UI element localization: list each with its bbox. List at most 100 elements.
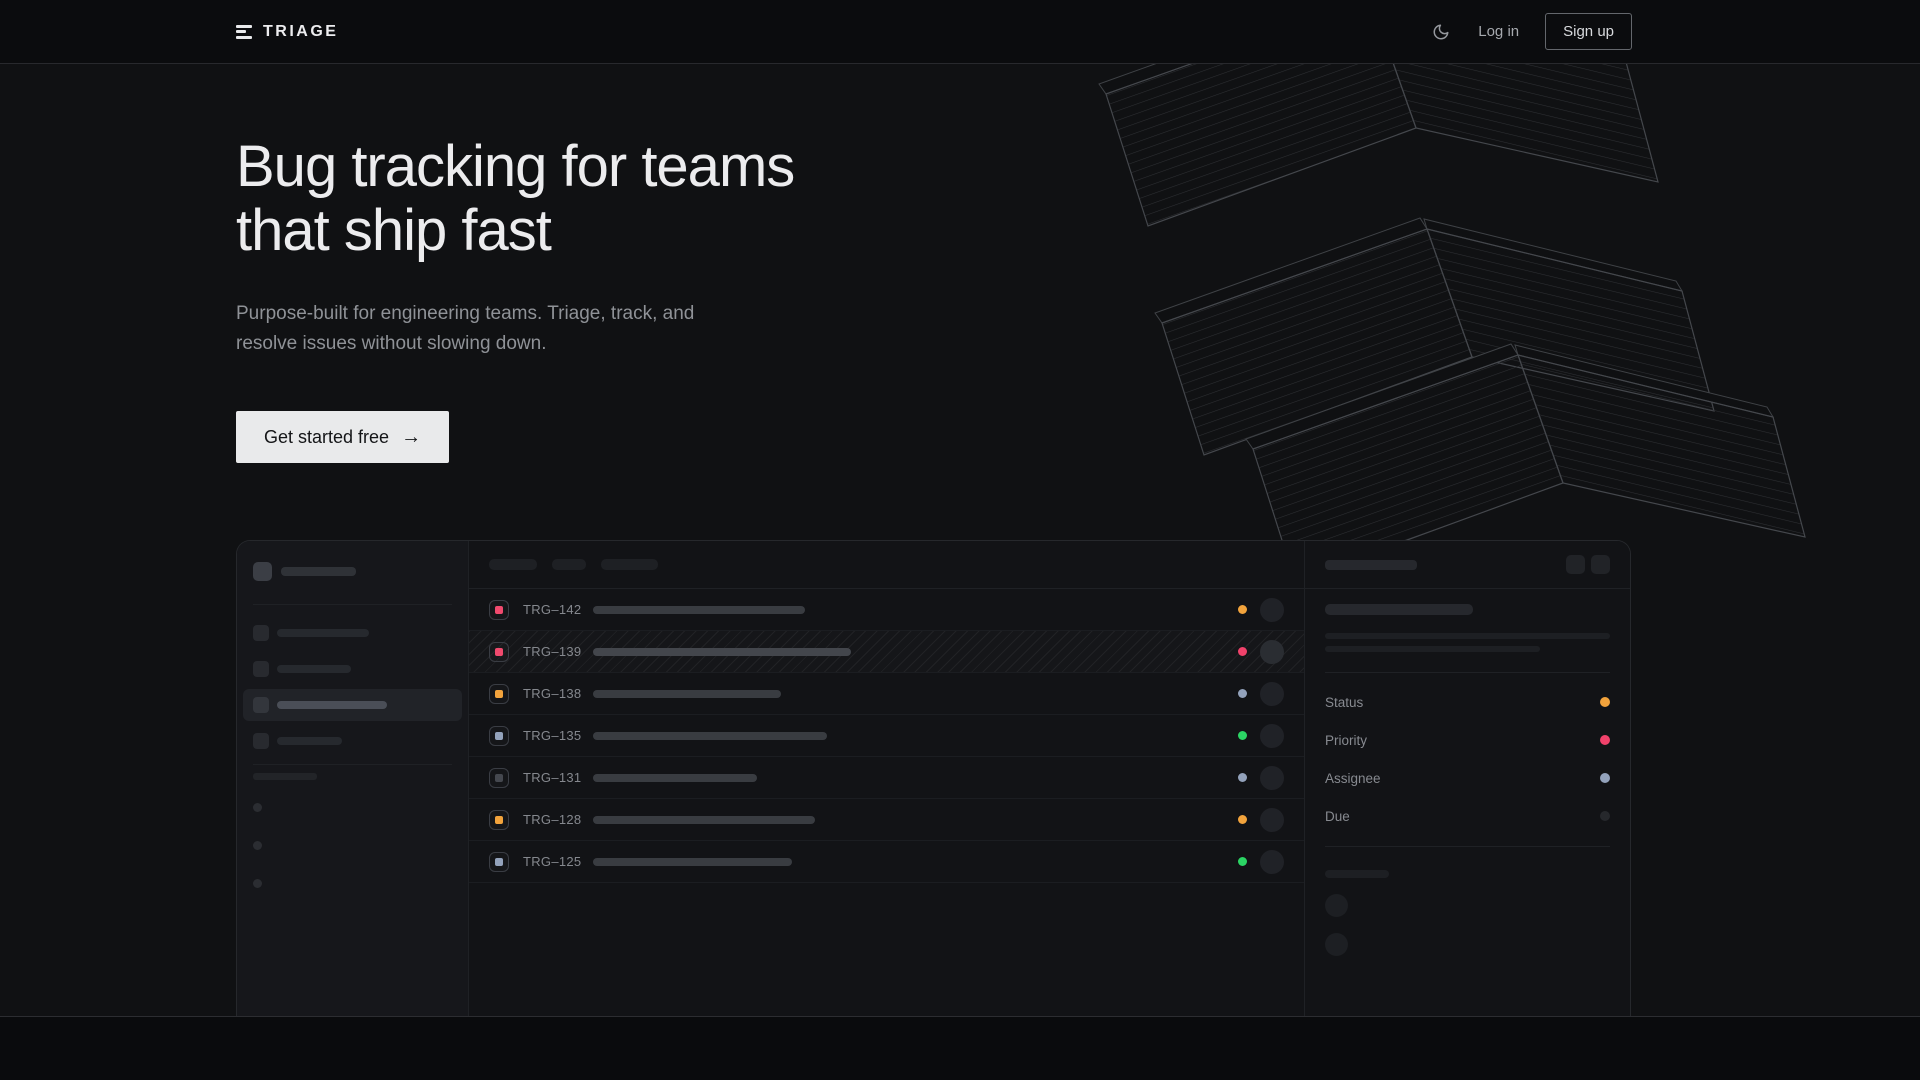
sidebar-dot-skeleton (253, 803, 262, 812)
detail-field-row: Priority (1325, 721, 1610, 759)
hero-section: Bug tracking for teams that ship fast Pu… (0, 64, 1920, 1016)
theme-toggle-moon-icon[interactable] (1430, 21, 1452, 43)
detail-field-label: Priority (1325, 732, 1368, 748)
issue-type-icon (489, 641, 509, 662)
sidebar-item-label-skeleton (277, 701, 387, 709)
issue-rows: TRG–142 TRG–139 TRG–138 TRG–135 TRG–131 (469, 589, 1304, 883)
issue-status-dot (1238, 689, 1247, 698)
detail-fields: Status Priority Assignee Due (1325, 683, 1610, 835)
issue-title-skeleton (593, 857, 792, 866)
issue-title-skeleton (593, 605, 805, 614)
issue-row: TRG–131 (469, 757, 1304, 799)
sidebar-item-skeleton (243, 725, 462, 757)
issue-assignee-avatar (1260, 765, 1284, 790)
issue-status-dot (1238, 773, 1247, 782)
hero-headline: Bug tracking for teams that ship fast (236, 135, 1631, 263)
issue-row: TRG–138 (469, 673, 1304, 715)
brand-logo[interactable]: TRIAGE (236, 23, 338, 41)
sidebar-item-skeleton-active (243, 689, 462, 721)
issue-id: TRG–138 (523, 686, 582, 701)
issue-id: TRG–128 (523, 812, 582, 827)
issue-status-dot (1238, 857, 1247, 866)
issue-id: TRG–125 (523, 854, 582, 869)
headline-line-2: that ship fast (236, 198, 552, 263)
get-started-label: Get started free (264, 426, 390, 447)
issue-assignee-avatar (1260, 681, 1284, 706)
issue-assignee-avatar (1260, 849, 1284, 874)
get-started-button[interactable]: Get started free → (236, 411, 450, 463)
activity-avatar-skeleton (1325, 894, 1348, 917)
detail-field-row: Assignee (1325, 759, 1610, 797)
issue-type-icon (489, 683, 509, 704)
sidebar-dot-skeleton (253, 879, 262, 888)
detail-field-label: Status (1325, 694, 1364, 710)
issue-id: TRG–135 (523, 728, 582, 743)
detail-action-skeleton (1566, 555, 1585, 574)
sidebar-item-skeleton (243, 617, 462, 649)
issue-assignee-avatar (1260, 807, 1284, 832)
sidebar-divider (253, 604, 452, 605)
detail-field-label: Due (1325, 808, 1350, 824)
description-line-skeleton (1325, 633, 1610, 639)
issue-type-icon (489, 599, 509, 620)
tab-skeleton (601, 559, 658, 570)
issue-row: TRG–135 (469, 715, 1304, 757)
brand-name: TRIAGE (263, 22, 339, 40)
issue-id: TRG–139 (523, 644, 582, 659)
issue-row: TRG–139 (469, 631, 1304, 673)
detail-field-dot (1600, 697, 1610, 707)
mockup-sidebar (237, 541, 469, 1016)
sidebar-item-icon (253, 697, 269, 713)
issue-status-dot (1238, 731, 1247, 740)
workspace-name-skeleton (281, 566, 356, 576)
detail-divider (1325, 672, 1610, 673)
detail-field-dot (1600, 773, 1610, 783)
issue-title-skeleton (593, 647, 851, 656)
hero-content: Bug tracking for teams that ship fast Pu… (236, 64, 1631, 1016)
issue-title-skeleton (593, 731, 827, 740)
sidebar-section-label-skeleton (253, 773, 317, 780)
issue-id: TRG–142 (523, 602, 582, 617)
activity-avatar-skeleton (1325, 933, 1348, 956)
detail-divider (1325, 846, 1610, 847)
sidebar-item-label-skeleton (277, 665, 351, 673)
issue-status-dot (1238, 815, 1247, 824)
issue-type-icon (489, 851, 509, 872)
detail-panel-header (1305, 541, 1630, 589)
detail-title-skeleton (1325, 559, 1417, 570)
detail-action-skeleton (1591, 555, 1610, 574)
top-nav: TRIAGE Log in Sign up (0, 0, 1920, 64)
issue-assignee-avatar (1260, 723, 1284, 748)
detail-field-dot (1600, 811, 1610, 821)
footer-band (0, 1016, 1920, 1080)
subtext-line-1: Purpose-built for engineering teams. Tri… (236, 303, 695, 324)
detail-field-label: Assignee (1325, 770, 1381, 786)
sidebar-nav-skeleton (243, 617, 462, 757)
workspace-avatar (253, 561, 272, 581)
issue-assignee-avatar (1260, 597, 1284, 622)
signup-button[interactable]: Sign up (1545, 13, 1632, 50)
arrow-right-icon: → (401, 426, 422, 448)
sidebar-item-skeleton (243, 653, 462, 685)
workspace-row (253, 561, 452, 581)
sidebar-item-label-skeleton (277, 629, 369, 637)
headline-line-1: Bug tracking for teams (236, 134, 795, 199)
sidebar-item-icon (253, 733, 269, 749)
issue-title-skeleton (593, 815, 815, 824)
sidebar-item-icon (253, 661, 269, 677)
issue-row: TRG–128 (469, 799, 1304, 841)
issue-list-header (469, 541, 1304, 589)
issue-type-icon (489, 767, 509, 788)
sidebar-dot-skeleton (253, 841, 262, 850)
detail-field-row: Status (1325, 683, 1610, 721)
detail-field-dot (1600, 735, 1610, 745)
mockup-detail-panel: Status Priority Assignee Due (1304, 541, 1630, 1016)
subtext-line-2: resolve issues without slowing down. (236, 333, 547, 354)
issue-type-icon (489, 725, 509, 746)
login-link[interactable]: Log in (1478, 23, 1520, 40)
tab-skeleton (552, 559, 586, 570)
issue-title-skeleton (593, 689, 781, 698)
issue-row: TRG–125 (469, 841, 1304, 883)
nav-actions: Log in Sign up (1430, 13, 1632, 50)
